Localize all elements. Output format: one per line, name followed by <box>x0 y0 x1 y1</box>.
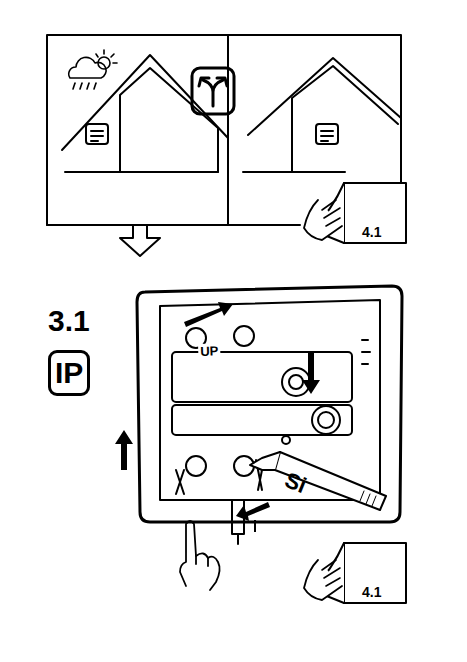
intercom-device <box>137 286 402 544</box>
silicone-tube <box>250 452 386 510</box>
protection-class-box: IP <box>48 350 90 396</box>
movement-arrows <box>115 302 320 532</box>
orientation-mark: UP <box>198 343 221 359</box>
silicone-label: Si <box>282 469 310 497</box>
step-number: 3.1 <box>48 306 90 336</box>
section-reference: 4.1 <box>360 224 383 240</box>
page-turn-icon <box>304 543 406 603</box>
page-turn-icon <box>304 183 406 243</box>
node-text: IP <box>55 358 83 388</box>
section-reference: 4.1 <box>360 584 383 600</box>
pointing-hand <box>180 521 220 590</box>
